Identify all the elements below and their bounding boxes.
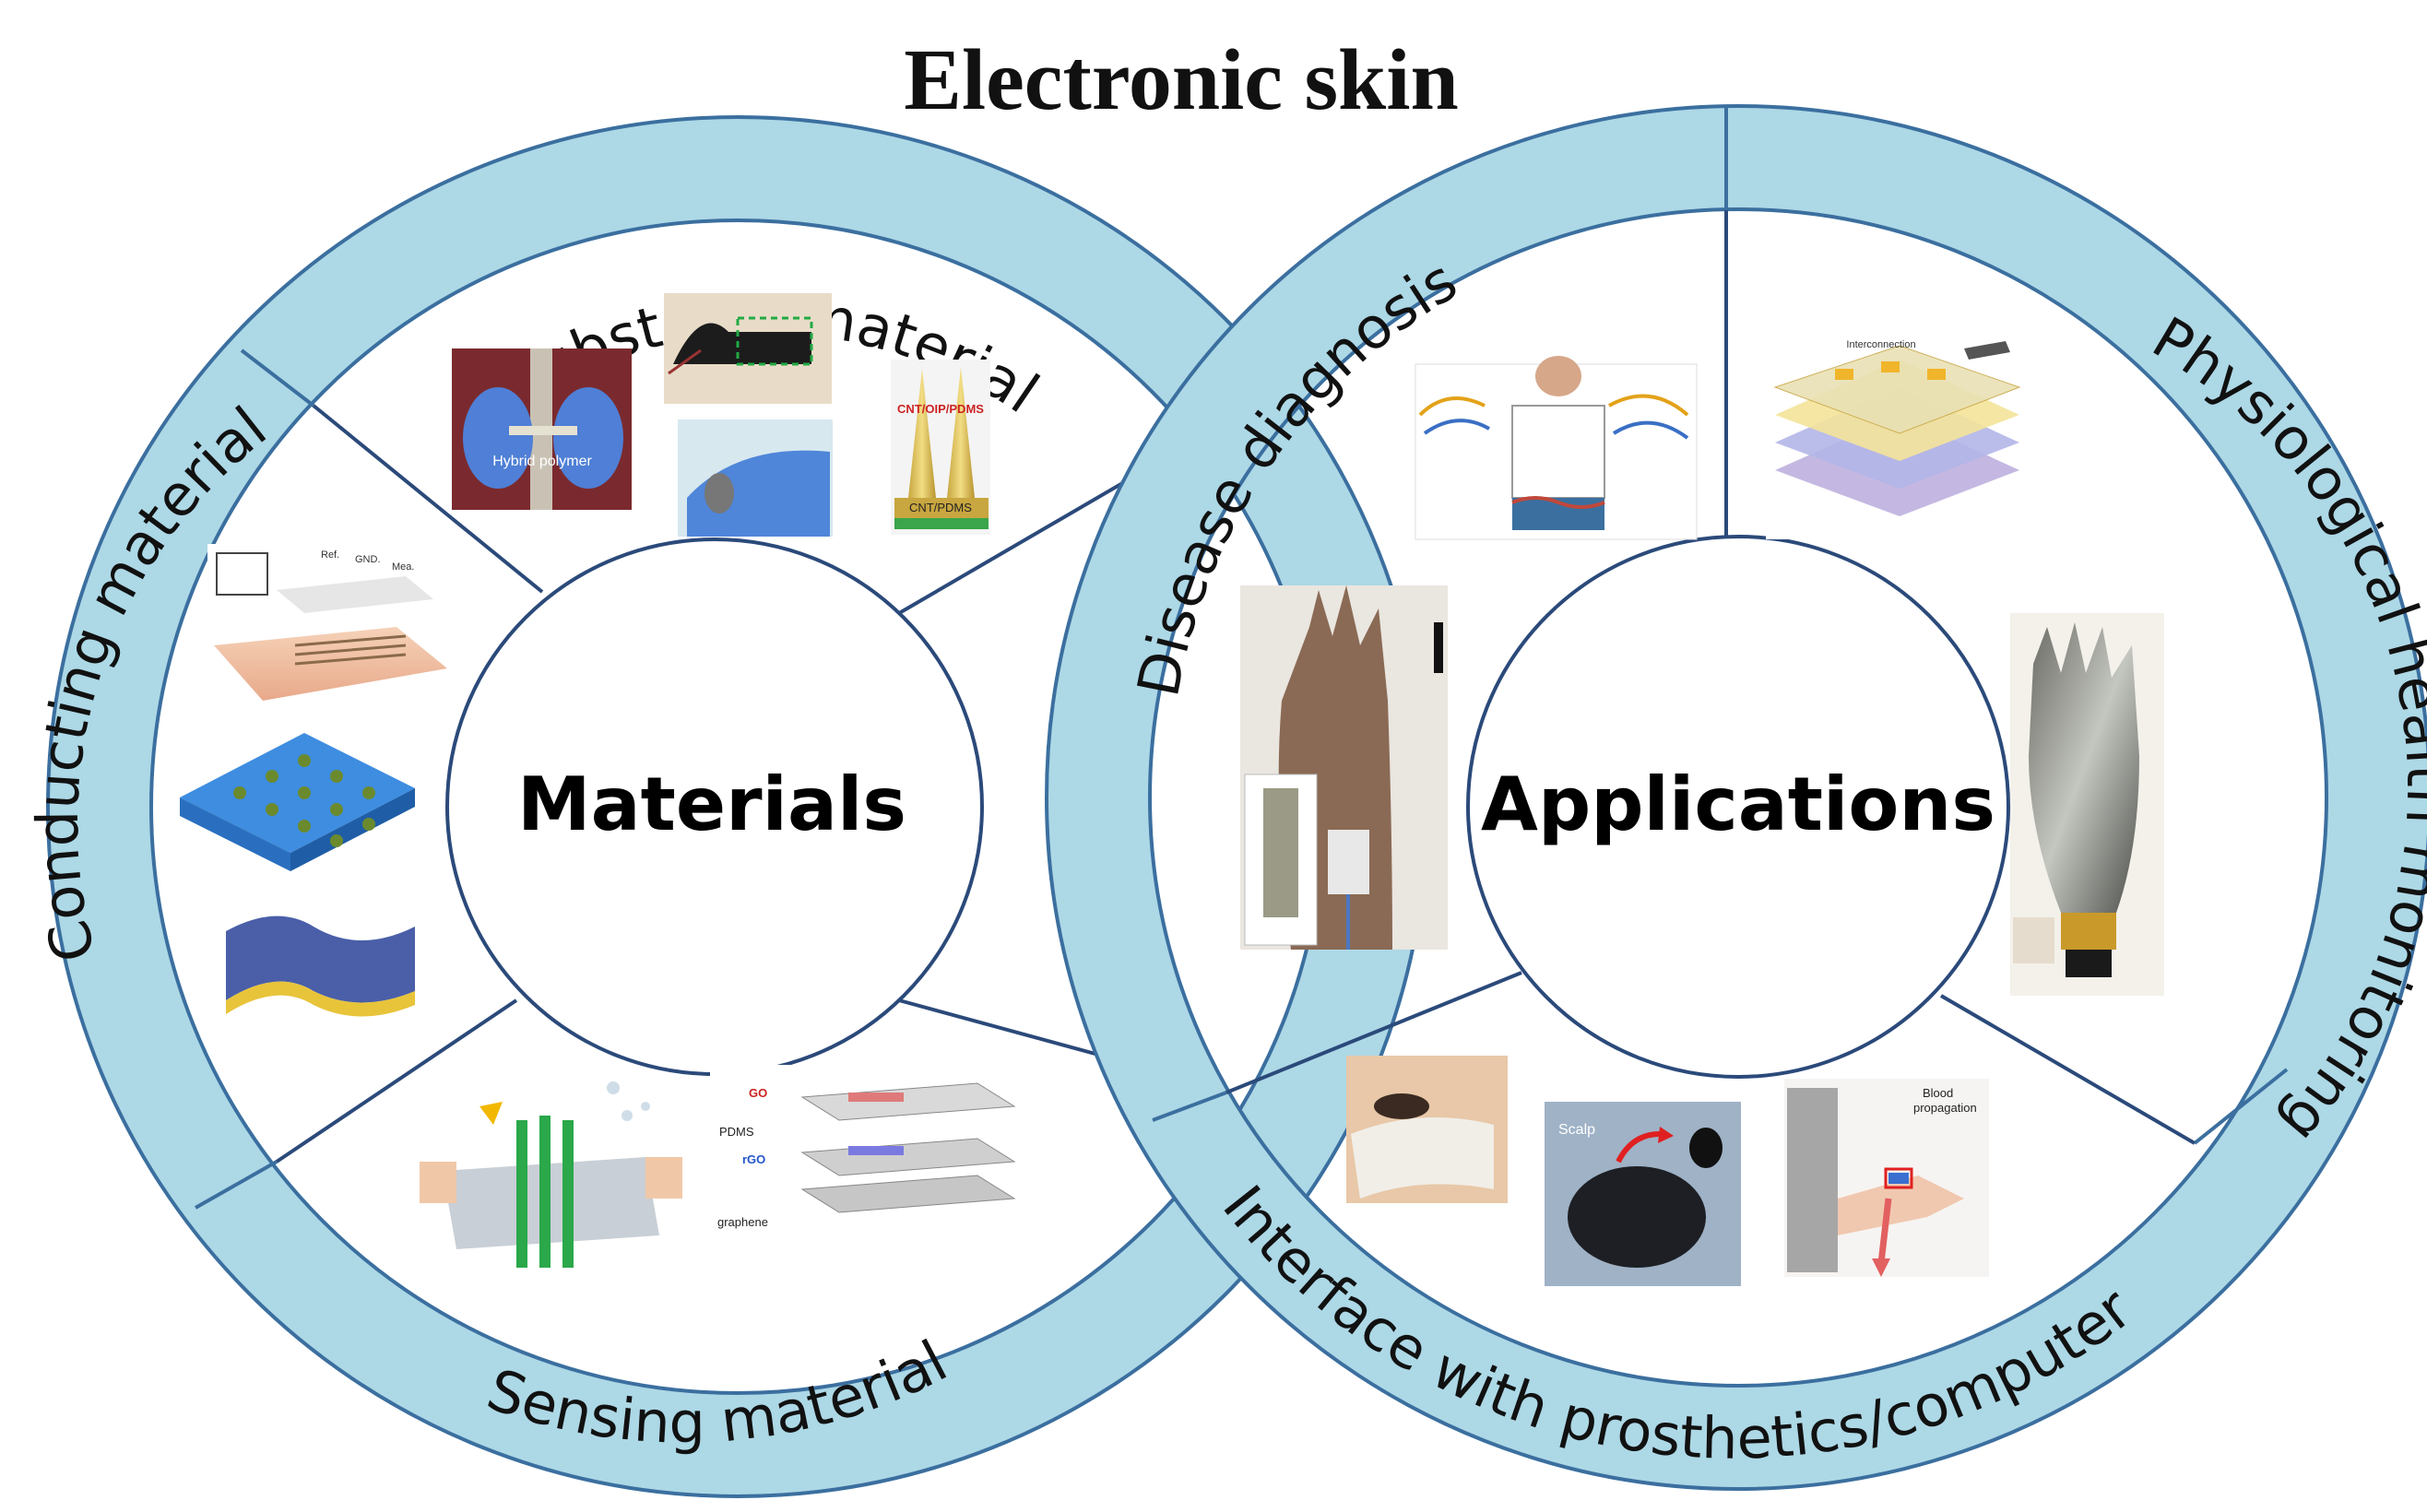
image-layered-stretchable-device: Interconnection [1766, 337, 2024, 539]
image-electrode-patch: Ref. GND. Mea. [207, 544, 447, 710]
scalp-label: Scalp [1558, 1122, 1595, 1138]
image-nanowire-mesh [180, 733, 415, 871]
image-robotic-hand [2010, 613, 2164, 996]
go-label: GO [749, 1086, 767, 1100]
applications-circle: Applications Disease diagnosis Physiolog… [1045, 104, 2427, 1491]
image-cnt-cones: CNT/OIP/PDMS CNT/PDMS [891, 360, 990, 535]
section-divider [275, 998, 518, 1164]
applications-center-label: Applications [1481, 762, 1995, 847]
ring-divider [2193, 1068, 2289, 1145]
cnt-oip-pdms-label: CNT/OIP/PDMS [897, 402, 984, 416]
hybrid-polymer-caption: Hybrid polymer [492, 454, 592, 469]
image-eye-patch [1346, 1056, 1508, 1203]
page-title: Electronic skin [904, 32, 1458, 128]
materials-center-label: Materials [517, 762, 906, 847]
image-bent-substrate [664, 293, 832, 404]
image-scalp-sensor: Scalp [1545, 1102, 1741, 1286]
propagation-label: propagation [1913, 1101, 1977, 1115]
mea-label: Mea. [392, 561, 414, 573]
pdms-label: PDMS [719, 1125, 754, 1139]
interconnection-label: Interconnection [1846, 339, 1915, 350]
rgo-label: rGO [742, 1152, 765, 1166]
applications-ring-outer-edge [1045, 104, 2427, 1491]
ref-label: Ref. [321, 549, 339, 561]
ring-divider [195, 1160, 278, 1210]
applications-ring [1047, 106, 2427, 1489]
image-graphene-sensor-hands [420, 1081, 682, 1268]
image-hybrid-polymer-gloves: Hybrid polymer [452, 348, 632, 510]
gnd-label: GND. [355, 554, 381, 565]
section-divider [312, 404, 544, 594]
blood-label: Blood [1923, 1086, 1953, 1100]
section-divider [1225, 971, 1522, 1094]
image-layered-graphene-stack: GO PDMS rGO graphene [710, 1065, 1019, 1240]
applications-center-circle [1466, 535, 2010, 1079]
image-gloved-finger-device [678, 419, 833, 537]
applications-ring-inner-edge [1148, 207, 2328, 1388]
graphene-label: graphene [717, 1215, 768, 1229]
image-wavy-film [226, 915, 415, 1017]
cnt-pdms-label: CNT/PDMS [909, 501, 972, 514]
image-neck-sensor-diagram [1415, 356, 1698, 540]
section-divider [1939, 994, 2196, 1145]
image-arm-blood-propagation: Blood propagation [1784, 1079, 1989, 1277]
ring-divider [240, 348, 315, 408]
section-divider [893, 464, 1154, 618]
ring-divider [1152, 1091, 1227, 1122]
image-wrist-sensor-photo [1240, 585, 1448, 950]
